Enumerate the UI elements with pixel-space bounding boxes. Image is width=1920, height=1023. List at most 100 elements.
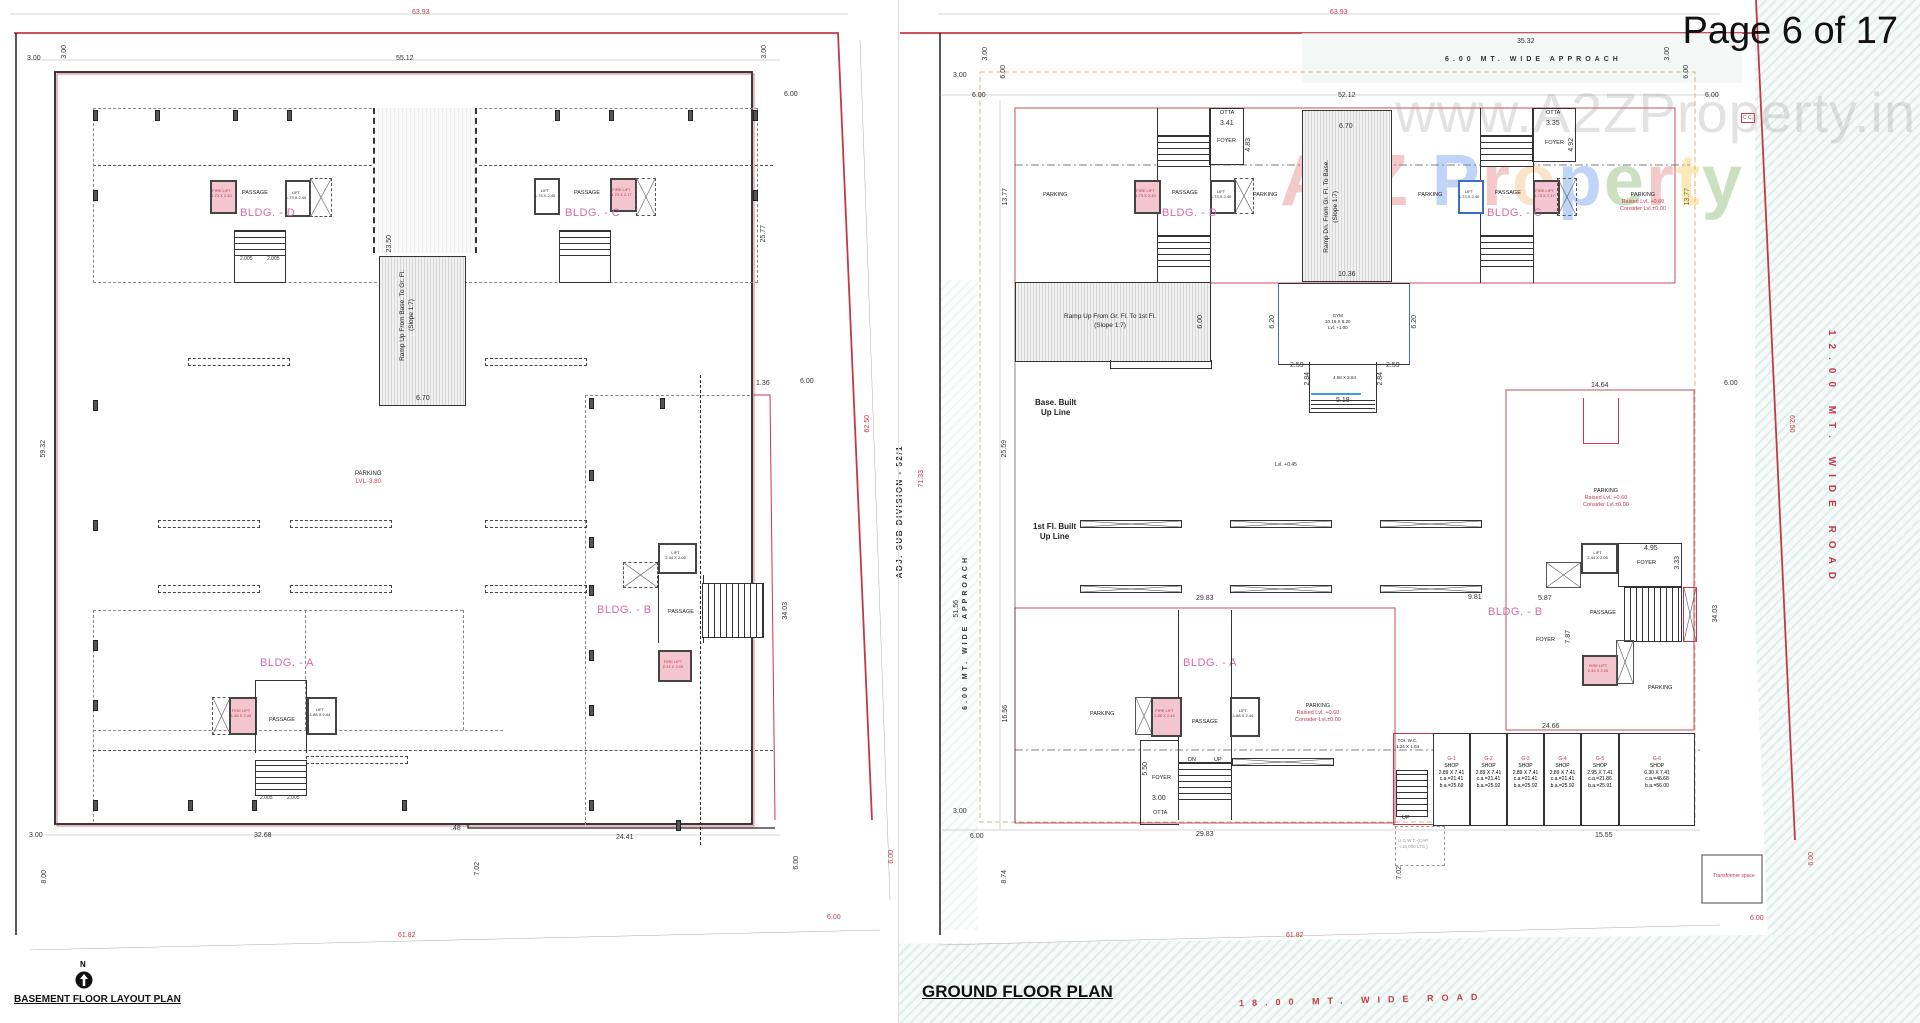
shop-g5: G-5 SHOP 2.95 X 7.41 c.a.=21.86 b.a.=25.… xyxy=(1581,733,1619,826)
column xyxy=(93,640,98,651)
ground-dim-gym-bottom: 5.18 xyxy=(1336,397,1350,404)
ground-dim-left-block-height: 13.77 xyxy=(1002,188,1009,206)
ground-ramp-up-text: Ramp Up From Gr. Fl. To 1st Fl. (Slope 1… xyxy=(1064,313,1156,330)
dim-top-overall: 63.93 xyxy=(412,9,430,16)
ground-bldg-a-label: BLDG. - A xyxy=(1183,657,1238,669)
basement-bldg-a-passage: PASSAGE xyxy=(269,717,295,723)
ground-gym-notch-size: 4.58 X 2.84 xyxy=(1333,375,1357,380)
north-label: N xyxy=(80,960,86,969)
ground-dim-road-right: 62.50 xyxy=(1788,415,1795,433)
basement-parking-label: PARKING LVL -3.80 xyxy=(355,471,382,485)
ground-level-center: Lvl. +0.45 xyxy=(1275,462,1297,468)
parking-slot xyxy=(1380,520,1482,528)
shop-g2: G-2 SHOP 2.89 X 7.41 c.a.=21.41 b.a.=25.… xyxy=(1470,733,1507,826)
ground-dim-b-passage-w: 5.87 xyxy=(1538,595,1552,602)
ground-bldg-b-lift xyxy=(1581,543,1618,574)
gym-entry-line xyxy=(1311,393,1361,395)
ground-dim-right-offset-a: 3.00 xyxy=(1664,47,1671,61)
ground-dim-ramp-in-bottom: 10.36 xyxy=(1338,271,1356,278)
ground-dim-top-inner: 52.12 xyxy=(1338,92,1356,99)
road-hatch-right xyxy=(1755,0,1920,1023)
dash-line xyxy=(93,730,503,731)
ground-dim-bottom-width: 29.83 xyxy=(1196,831,1214,838)
ground-dim-gym-step-left: 2.59 xyxy=(1290,362,1304,369)
column xyxy=(555,110,560,121)
column xyxy=(589,800,594,811)
watermark-url: www.A2ZProperty.in xyxy=(1395,81,1917,144)
ground-dim-top-offset-b: 6.00 xyxy=(1000,65,1007,79)
column xyxy=(93,190,98,201)
basement-bldg-d-label: BLDG. - D xyxy=(240,207,296,219)
ground-bldg-b-bay xyxy=(1583,398,1619,444)
parking-slot xyxy=(1080,585,1182,593)
basement-bldg-a-passage-box xyxy=(255,680,307,753)
ground-ramp-up xyxy=(1015,282,1211,362)
ground-parking-a-left: PARKING xyxy=(1090,711,1115,717)
column xyxy=(753,190,758,201)
ground-bldg-a-foyer-box xyxy=(1140,740,1179,825)
basement-bldg-c-lift xyxy=(534,178,560,215)
page-number-label: Page 6 of 17 xyxy=(1682,10,1898,52)
ground-bldg-b-foyer-box xyxy=(1618,543,1682,587)
ground-dim-right-margin: 6.00 xyxy=(1705,92,1719,99)
column xyxy=(676,820,681,831)
ground-dim-shops-width: 24.66 xyxy=(1542,723,1560,730)
dash-line xyxy=(305,610,306,730)
ramp-approach-grid xyxy=(373,108,477,253)
parking-slot-row xyxy=(158,585,260,593)
ground-dim-shops-bottom: 15.55 xyxy=(1595,832,1613,839)
basement-bldg-d-duct xyxy=(310,178,332,217)
dim-notch: 1.36 xyxy=(756,380,770,387)
road-hatch-bottom xyxy=(898,935,1920,1023)
ground-dim-stair-c-width: 3.35 xyxy=(1546,120,1560,127)
parking-slot xyxy=(1080,520,1182,528)
column xyxy=(589,585,594,596)
dash-line xyxy=(700,375,701,845)
ground-bldg-b-stair-duct xyxy=(1683,587,1697,642)
ground-bldg-c-foyer: FOYER xyxy=(1545,140,1564,146)
ugwt-tank xyxy=(1395,826,1445,866)
basement-bldg-a-lift xyxy=(307,697,337,735)
ground-bldg-c-stair-bottom xyxy=(1480,235,1534,267)
ground-parking-b: PARKING Raised Lvl. +0.60 Consider Lvl.±… xyxy=(1583,488,1629,509)
ground-gym xyxy=(1278,283,1410,365)
ground-dim-b-foyer-w: 4.95 xyxy=(1644,545,1658,552)
ground-bldg-a-stair xyxy=(1178,762,1232,800)
ground-bldg-b-stair xyxy=(1624,587,1682,642)
basement-bldg-d-stair-w2: 2.005 xyxy=(267,256,280,262)
ground-bldg-b-passage: PASSAGE xyxy=(1590,610,1616,616)
ground-dim-foyer-d-height: 4.83 xyxy=(1245,138,1252,152)
ground-dim-top-overall: 63.93 xyxy=(1330,9,1348,16)
dim-ramp-width: 6.70 xyxy=(416,395,430,402)
ground-dim-a-foyer-h: 5.50 xyxy=(1142,762,1149,776)
ground-toilet: TOI. W.C. 1.24 X 1.04 xyxy=(1396,738,1420,749)
shop-g1: G-1 SHOP 2.89 X 7.41 c.a.=21.41 b.a.=25.… xyxy=(1433,733,1470,826)
ground-dim-ramp-in-width: 6.70 xyxy=(1339,123,1353,130)
basement-bldg-a-fire-lift xyxy=(229,697,257,735)
parking-slot-row xyxy=(290,585,392,593)
basement-bldg-c-fire-lift xyxy=(610,178,637,212)
column xyxy=(402,800,407,811)
ground-bldg-d-passage: PASSAGE xyxy=(1172,190,1198,196)
ground-dim-right-offset-b: 6.00 xyxy=(1683,65,1690,79)
ground-dim-b-foyer-h2: 7.87 xyxy=(1565,630,1572,644)
parking-slot-row xyxy=(158,520,260,528)
basement-bldg-d-stair-landing xyxy=(234,260,286,283)
ground-bldg-d-duct xyxy=(1234,178,1254,214)
column xyxy=(589,398,594,409)
ground-approach-top: 6.00 MT. WIDE APPROACH xyxy=(1445,56,1622,63)
parking-slot-row xyxy=(485,358,587,366)
basement-bldg-d-passage: PASSAGE xyxy=(242,190,268,196)
dash-line xyxy=(585,395,750,396)
basement-bldg-c-stair-landing xyxy=(559,260,611,283)
ground-dim-b-margin: 6.00 xyxy=(1724,380,1738,387)
column xyxy=(609,110,614,121)
ground-bldg-c-duct xyxy=(1557,178,1577,216)
ground-dim-ramp-out-width: 6.00 xyxy=(1197,315,1204,329)
